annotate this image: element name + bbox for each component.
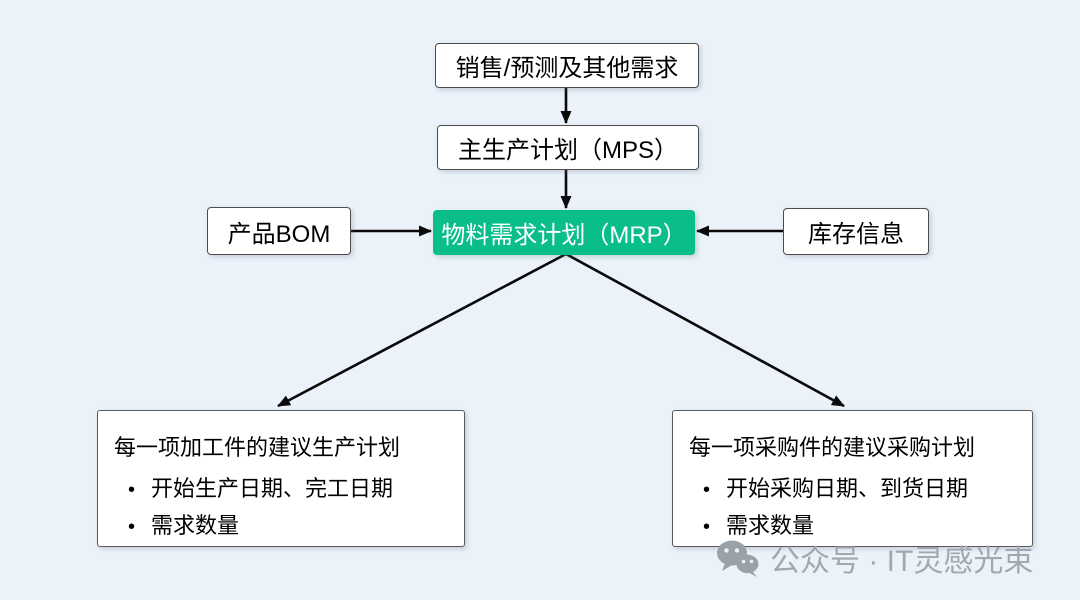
purchase-plan-title: 每一项采购件的建议采购计划 (689, 435, 976, 460)
arrow-mrp-to-production (277, 252, 567, 408)
node-mps: 主生产计划（MPS） (437, 125, 699, 170)
production-plan-title: 每一项加工件的建议生产计划 (114, 435, 401, 460)
node-mrp: 物料需求计划（MRP） (433, 210, 695, 255)
node-sales-forecast: 销售/预测及其他需求 (435, 43, 699, 88)
node-purchase-plan: 每一项采购件的建议采购计划 开始采购日期、到货日期 需求数量 (672, 410, 1033, 547)
production-plan-bullet-1: 开始生产日期、完工日期 (114, 471, 452, 508)
purchase-plan-bullet-2: 需求数量 (689, 508, 1020, 545)
node-product-bom: 产品BOM (207, 207, 351, 255)
node-production-plan: 每一项加工件的建议生产计划 开始生产日期、完工日期 需求数量 (97, 410, 465, 547)
node-inventory-info: 库存信息 (783, 208, 929, 255)
purchase-plan-bullet-1: 开始采购日期、到货日期 (689, 471, 1020, 508)
arrow-mrp-to-purchase (565, 252, 845, 408)
wechat-icon (717, 540, 759, 577)
watermark-text: 公众号 · IT灵感光束 (770, 545, 1034, 578)
watermark: 公众号 · IT灵感光束 (716, 536, 1033, 580)
production-plan-bullet-2: 需求数量 (114, 508, 452, 545)
